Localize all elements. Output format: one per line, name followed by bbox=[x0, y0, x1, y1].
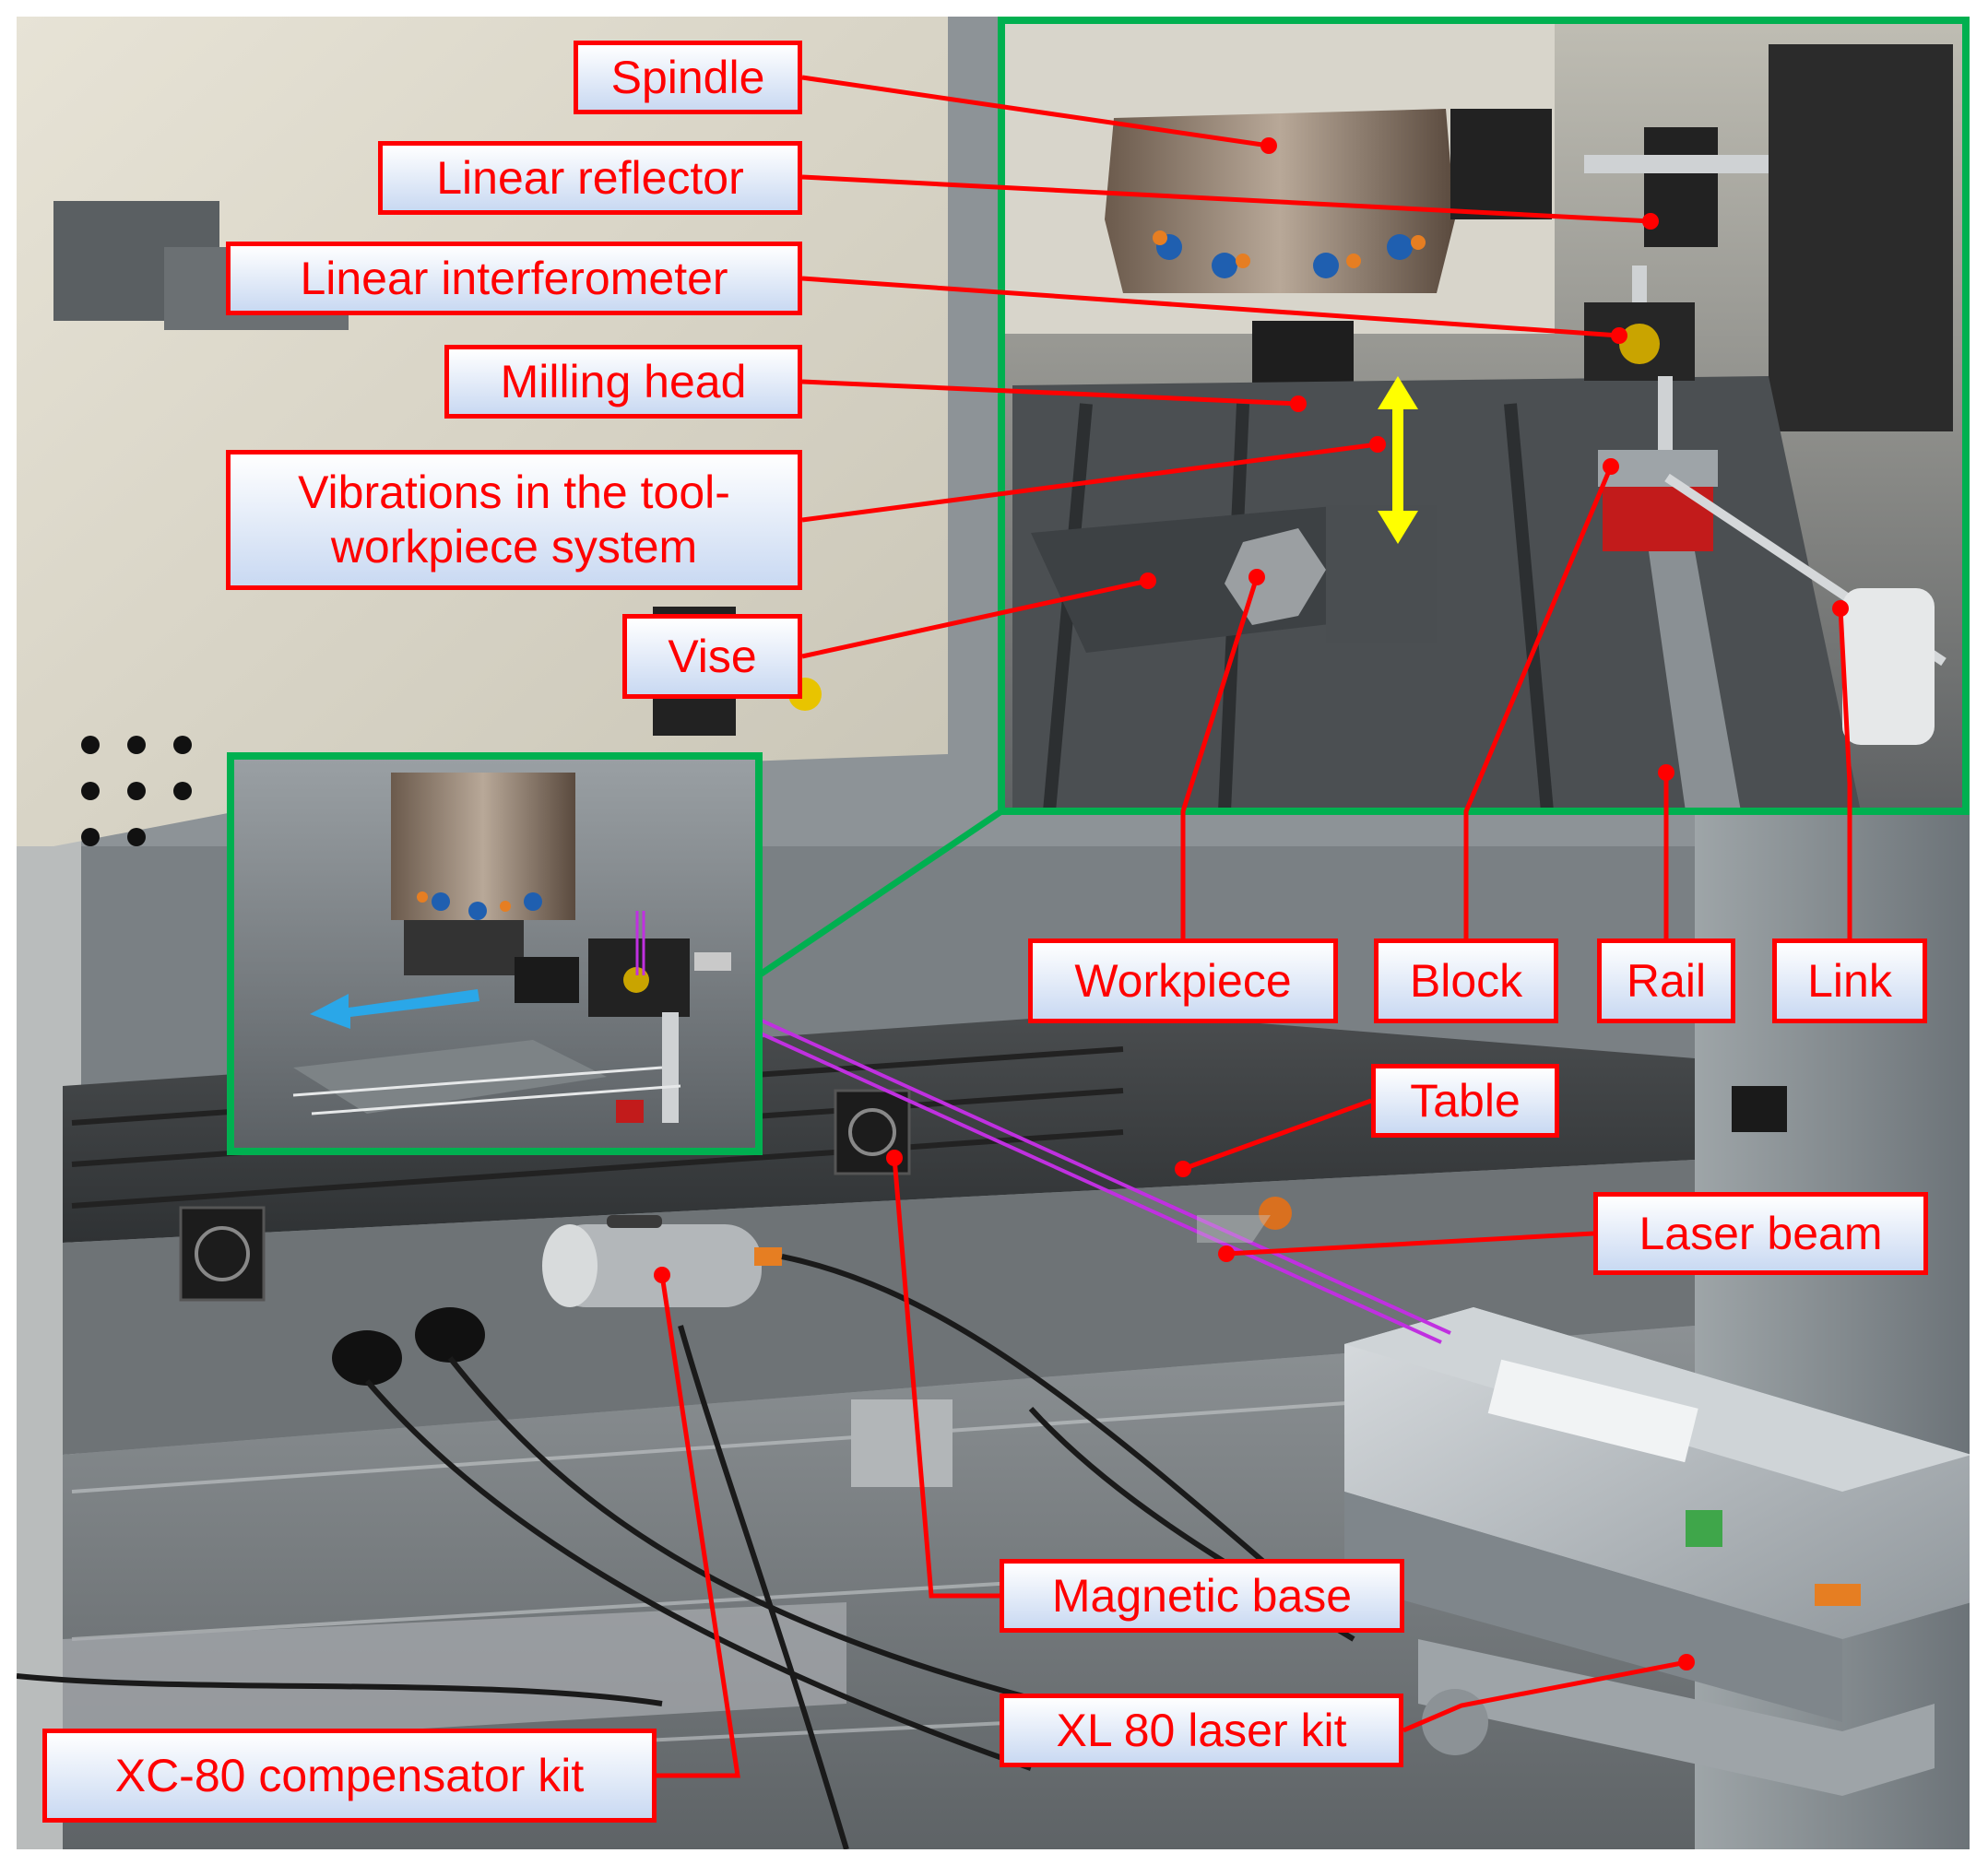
label-xl80-laser-kit: XL 80 laser kit bbox=[1000, 1694, 1403, 1767]
label-milling-head: Milling head bbox=[444, 345, 802, 419]
label-workpiece: Workpiece bbox=[1028, 938, 1338, 1023]
label-table: Table bbox=[1371, 1064, 1559, 1138]
label-link: Link bbox=[1772, 938, 1927, 1023]
label-linear-interferometer: Linear interferometer bbox=[226, 242, 802, 315]
label-laser-beam: Laser beam bbox=[1593, 1192, 1928, 1275]
label-vise: Vise bbox=[622, 614, 802, 699]
label-xc80-compensator-kit: XC-80 compensator kit bbox=[42, 1729, 657, 1823]
label-rail: Rail bbox=[1597, 938, 1735, 1023]
label-linear-reflector: Linear reflector bbox=[378, 141, 802, 215]
label-vibrations: Vibrations in the tool-workpiece system bbox=[226, 450, 802, 590]
label-magnetic-base: Magnetic base bbox=[1000, 1559, 1404, 1633]
label-block: Block bbox=[1374, 938, 1558, 1023]
label-spindle: Spindle bbox=[574, 41, 802, 114]
